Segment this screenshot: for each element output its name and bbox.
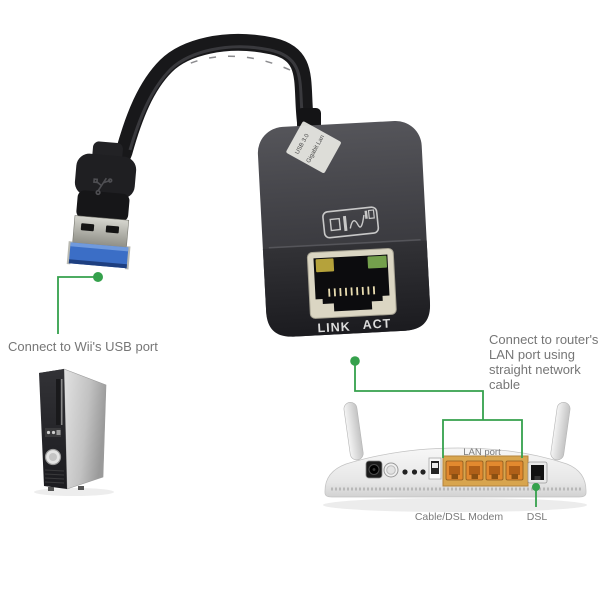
wireless-router: LAN port (323, 402, 587, 512)
port-led-yellow (315, 258, 335, 273)
router-antenna-right (550, 402, 571, 461)
reset-led-dots (402, 469, 426, 475)
cable-print-marks (179, 55, 291, 71)
usb-tongue-shade (68, 259, 127, 269)
link-label: LINK (317, 320, 351, 336)
front-usb-dot (46, 430, 51, 435)
dsl-connector-dot (532, 483, 540, 491)
usb-plug (66, 141, 137, 270)
usb-ethernet-adapter: USB 3.0 Gigabit Lan LINK ACT (257, 120, 430, 337)
adapter-logo-icon (322, 206, 380, 239)
lan-ports (445, 460, 524, 481)
computer-foot (48, 487, 54, 491)
router-reflection (323, 498, 587, 512)
wii-annotation: Connect to Wii's USB port (8, 339, 158, 354)
router-connector-dot (350, 356, 360, 366)
plug-collar (76, 190, 130, 222)
router-annotation: Connect to router's LAN port using strai… (489, 332, 599, 392)
computer-foot (78, 486, 84, 490)
usb-tongue-highlight (70, 242, 129, 252)
adapter-chamfer-edge (268, 239, 421, 249)
act-label: ACT (362, 316, 391, 331)
wii-connector-dot (93, 272, 103, 282)
usb-shell-hole (105, 225, 120, 234)
computer-shadow (34, 488, 114, 496)
front-vents (44, 469, 65, 484)
router-connector-line (354, 362, 523, 458)
desktop-computer (34, 368, 114, 496)
wii-connector-line (57, 276, 98, 334)
port-led-green (367, 255, 387, 269)
plug-overmold (74, 153, 137, 199)
adapter-label: USB 3.0 Gigabit Lan (286, 121, 341, 173)
usb-shell-hole (80, 223, 95, 232)
lan-port-1 (445, 460, 464, 481)
lan-port-4 (505, 460, 524, 481)
cable-body (111, 33, 315, 171)
router-antenna-left (343, 402, 364, 461)
optical-drive-slot (56, 379, 60, 425)
front-usb-dot (51, 430, 56, 435)
front-audio-jack (56, 430, 61, 435)
cable-highlight (128, 45, 305, 151)
power-badge-center (49, 453, 57, 461)
usb-cable (111, 33, 321, 171)
usb-trident-icon (93, 177, 113, 196)
lan-port-2 (465, 460, 484, 481)
lan-port-3 (485, 460, 504, 481)
annotation-connectors (57, 272, 540, 507)
ethernet-port-pins (328, 286, 376, 297)
ethernet-port (306, 248, 397, 319)
optical-drive-slot-edge (61, 379, 63, 425)
computer-side-panel (63, 368, 107, 490)
lan-port-label: LAN port (463, 447, 501, 458)
